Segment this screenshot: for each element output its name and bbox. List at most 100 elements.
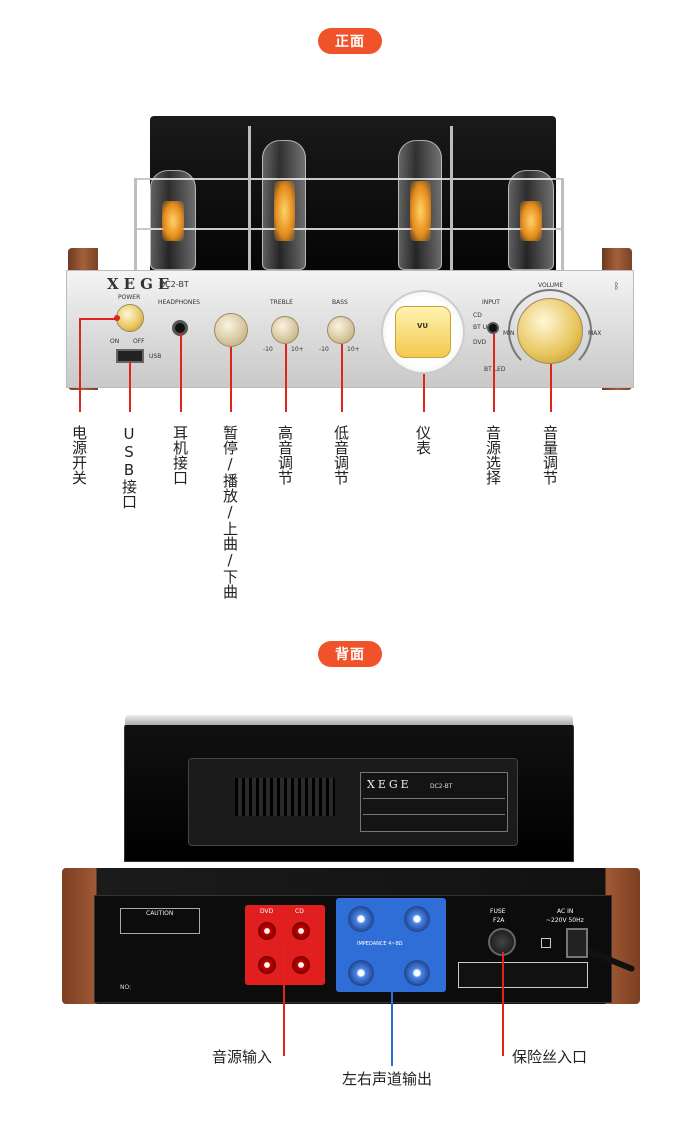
volume-max-print: MAX xyxy=(588,330,602,337)
cage-post xyxy=(561,178,564,270)
vacuum-tube xyxy=(398,140,442,270)
rca-jack-cd-l[interactable] xyxy=(292,922,310,940)
vacuum-tube xyxy=(150,170,196,270)
input-print: INPUT xyxy=(482,299,500,306)
volume-print: VOLUME xyxy=(538,282,564,289)
cage-rail xyxy=(134,178,564,180)
label-bass: 低音调节 xyxy=(332,425,350,485)
vu-meter xyxy=(381,290,465,374)
spec-label-plate xyxy=(360,772,508,832)
bass-knob[interactable] xyxy=(327,316,355,344)
plate-model: DC2-BT xyxy=(430,783,453,790)
callout-line-treble xyxy=(285,344,287,412)
bass-print: BASS xyxy=(332,299,348,306)
back-view-badge: 背面 xyxy=(318,641,382,667)
front-view-badge: 正面 xyxy=(318,28,382,54)
cage-post xyxy=(450,126,453,270)
callout-line-power xyxy=(79,318,81,412)
callout-line-audio-input xyxy=(283,944,285,1056)
treble-scale-max: 10+ xyxy=(291,346,304,353)
ac-power-inlet[interactable] xyxy=(566,928,588,958)
cd-print: CD xyxy=(295,908,304,915)
ac-in-print: AC IN xyxy=(557,908,574,915)
label-power-switch: 电源开关 xyxy=(70,425,88,485)
serial-no-print: NO: xyxy=(120,984,132,991)
cage-post xyxy=(248,126,251,270)
input-option-bt-usb: BT USB xyxy=(473,324,496,331)
vu-print: VU xyxy=(417,322,429,330)
on-print: ON xyxy=(110,338,120,345)
callout-line-usb xyxy=(129,362,131,412)
off-print: OFF xyxy=(133,338,145,345)
rca-jack-dvd-r[interactable] xyxy=(258,956,276,974)
headphones-print: HEADPHONES xyxy=(158,299,200,306)
fuse-holder[interactable] xyxy=(488,928,516,956)
rca-jack-dvd-l[interactable] xyxy=(258,922,276,940)
label-meter: 仪表 xyxy=(414,425,432,455)
plate-divider xyxy=(363,814,505,815)
usb-port[interactable] xyxy=(116,349,144,363)
callout-line-bass xyxy=(341,344,343,412)
treble-print: TREBLE xyxy=(270,299,293,306)
callout-line-fuse xyxy=(502,952,504,1056)
label-speaker-output: 左右声道输出 xyxy=(342,1070,433,1088)
bt-led-print: BT LED xyxy=(484,366,506,373)
playback-knob[interactable] xyxy=(214,313,248,347)
label-headphone-jack: 耳机接口 xyxy=(171,425,189,485)
impedance-print: IMPEDANCE 4~8Ω xyxy=(357,941,403,947)
label-treble: 高音调节 xyxy=(276,425,294,485)
cage-rail xyxy=(134,228,564,230)
callout-line-speaker-output xyxy=(391,992,393,1066)
cage-post xyxy=(134,178,137,270)
speaker-terminal[interactable] xyxy=(404,906,430,932)
volume-min-print: MIN xyxy=(503,330,515,337)
vacuum-tube xyxy=(508,170,554,270)
vent-grille xyxy=(235,778,335,816)
label-playback: 暂停/播放/上曲/下曲 xyxy=(221,425,239,599)
speaker-terminal[interactable] xyxy=(404,960,430,986)
callout-line-meter xyxy=(423,374,425,412)
callout-line-input xyxy=(493,334,495,412)
input-selector[interactable] xyxy=(487,322,499,334)
fuse-rating-print: F2A xyxy=(493,917,505,924)
vacuum-tube xyxy=(262,140,306,270)
speaker-terminal[interactable] xyxy=(348,906,374,932)
treble-knob[interactable] xyxy=(271,316,299,344)
tube-cage-back xyxy=(150,116,556,274)
treble-scale-min: -10 xyxy=(263,346,273,353)
dvd-print: DVD xyxy=(260,908,274,915)
plate-divider xyxy=(363,798,505,799)
input-option-cd: CD xyxy=(473,312,482,319)
usb-print: USB xyxy=(149,353,162,360)
ac-rating-print: ~220V 50Hz xyxy=(546,917,584,924)
callout-line-playback xyxy=(230,347,232,412)
bass-scale-max: 10+ xyxy=(347,346,360,353)
label-input-select: 音源选择 xyxy=(484,425,502,485)
rca-jack-cd-r[interactable] xyxy=(292,956,310,974)
brand-logo: XEGE xyxy=(107,275,175,293)
audio-input-block xyxy=(245,905,325,985)
power-switch[interactable] xyxy=(116,304,144,332)
caution-print: CAUTION xyxy=(146,910,174,917)
front-view-photo: XEGE DC2-BT POWER ON OFF USB HEADPHONES … xyxy=(66,116,634,599)
power-print: POWER xyxy=(118,294,141,301)
label-fuse-inlet: 保险丝入口 xyxy=(512,1048,588,1066)
label-audio-input: 音源输入 xyxy=(212,1048,273,1066)
warning-sticker xyxy=(458,962,588,988)
fuse-print: FUSE xyxy=(490,908,506,915)
caution-box xyxy=(120,908,200,934)
callout-hline-power xyxy=(79,318,117,320)
bass-scale-min: -10 xyxy=(319,346,329,353)
callout-dot-power xyxy=(114,315,120,321)
model-text: DC2-BT xyxy=(159,280,189,289)
callout-line-headphones xyxy=(180,333,182,412)
ground-symbol-icon xyxy=(541,938,551,948)
callout-line-volume xyxy=(550,364,552,412)
volume-scale-arc xyxy=(508,289,592,373)
bluetooth-icon: ᛒ xyxy=(614,282,620,292)
plate-brand: XEGE xyxy=(367,778,412,791)
input-option-dvd: DVD xyxy=(473,339,487,346)
label-usb-port: USB接口 xyxy=(120,425,138,509)
speaker-terminal[interactable] xyxy=(348,960,374,986)
volume-knob[interactable] xyxy=(517,298,583,364)
